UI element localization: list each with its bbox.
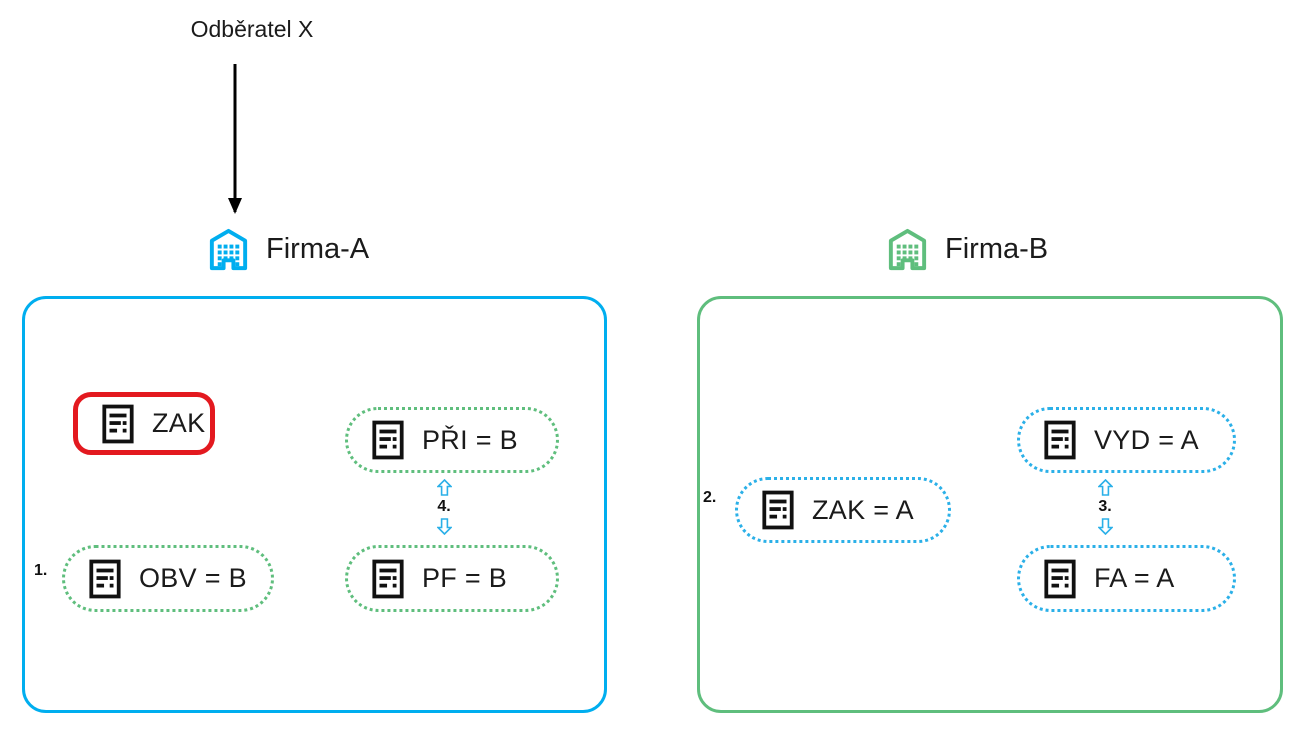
down-arrow-icon [1097,518,1113,535]
document-icon [1044,420,1076,460]
node-label: OBV = B [139,563,247,593]
node-label: ZAK = A [812,494,914,525]
customer-label: Odběratel X [190,16,314,42]
step-number-1: 1. [34,562,48,579]
node-label: VYD = A [1094,424,1199,455]
firma-a-header: Firma-A [205,224,369,274]
node-pf: PF = B [345,545,559,612]
document-icon [102,404,134,443]
document-icon [89,559,121,598]
exchange-indicator-firma-b: 3. [1090,479,1120,535]
node-label: FA = A [1094,563,1175,593]
node-zak-a: ZAK = A [735,477,951,543]
firma-b-header: Firma-B [884,224,1048,274]
node-label: PŘI = B [422,424,518,455]
node-pri: PŘI = B [345,407,559,473]
up-arrow-icon [436,479,452,496]
step-number-2: 2. [703,489,717,506]
node-zak-highlighted: ZAK [73,392,215,455]
exchange-indicator-firma-a: 4. [429,479,459,535]
down-arrow-icon [436,518,452,535]
up-arrow-icon [1097,479,1113,496]
company-name: Firma-B [945,232,1049,265]
company-name: Firma-A [266,232,370,265]
node-label: PF = B [422,563,508,593]
node-obv: OBV = B [62,545,274,612]
firma-a-container [22,296,607,713]
step-number-4: 4. [437,498,451,515]
document-icon [1044,559,1076,598]
node-vyd: VYD = A [1017,407,1236,473]
document-icon [372,559,404,598]
node-label: ZAK [152,408,206,438]
node-fa: FA = A [1017,545,1236,612]
step-number-3: 3. [1098,498,1112,515]
document-icon [762,490,794,530]
document-icon [372,420,404,460]
building-icon [888,228,927,270]
building-icon [209,228,248,270]
